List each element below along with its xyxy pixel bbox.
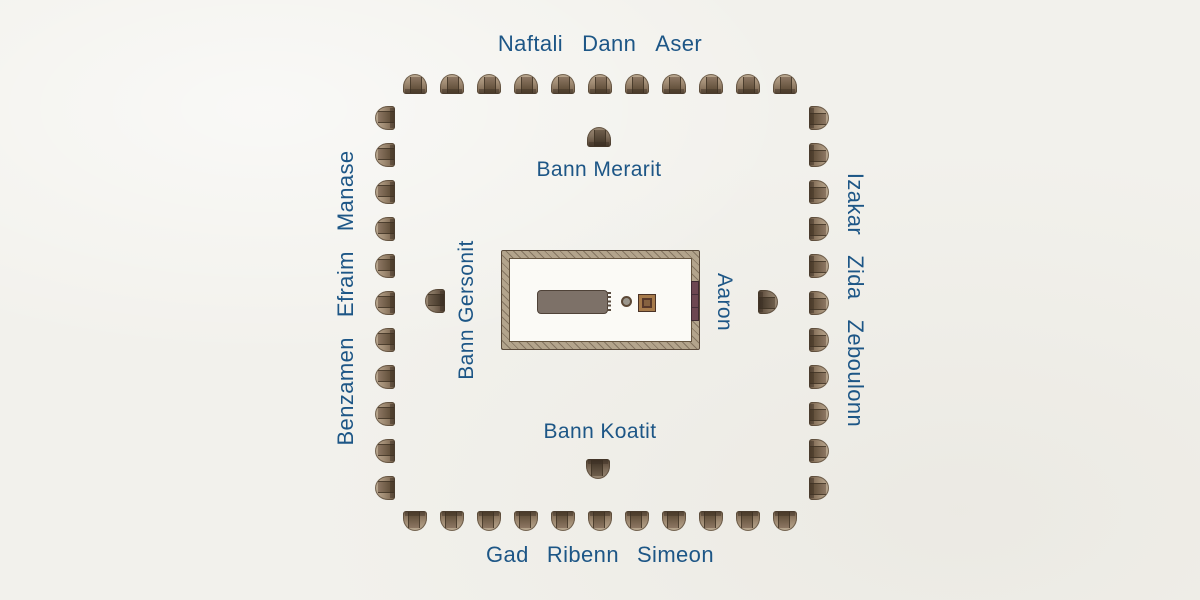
levite-tent-icon-east xyxy=(756,290,778,314)
tent-icon xyxy=(373,476,395,500)
tent-icon xyxy=(699,74,723,94)
tent-icon xyxy=(807,402,829,426)
tabernacle-courtyard xyxy=(501,250,700,350)
altar-icon xyxy=(638,294,656,312)
tent-icon xyxy=(477,511,501,531)
levite-label-aaron: Aaron xyxy=(713,272,736,332)
east-tribes-label: Izakar Zida Zeboulonn xyxy=(842,173,868,427)
tent-icon xyxy=(403,74,427,94)
tent-icon xyxy=(440,511,464,531)
tent-icon xyxy=(373,217,395,241)
levite-label-merarit: Bann Merarit xyxy=(536,158,662,181)
tent-icon xyxy=(773,511,797,531)
levite-label-koatit: Bann Koatit xyxy=(543,420,657,443)
tribe-label-benzamen: Benzamen xyxy=(333,337,358,446)
tent-icon xyxy=(662,511,686,531)
tent-icon xyxy=(477,74,501,94)
tent-icon xyxy=(373,291,395,315)
tent-icon xyxy=(440,74,464,94)
west-tribes-label: Benzamen Efraim Manase xyxy=(333,150,359,445)
tent-icon xyxy=(807,439,829,463)
tent-icon xyxy=(373,439,395,463)
tent-icon xyxy=(373,402,395,426)
tent-icon xyxy=(773,74,797,94)
east-gate-icon xyxy=(691,281,699,321)
tent-icon xyxy=(807,291,829,315)
tent-icon xyxy=(736,511,760,531)
tent-icon xyxy=(807,106,829,130)
tent-icon xyxy=(625,511,649,531)
tribe-label-gad: Gad xyxy=(486,542,529,567)
tent-icon xyxy=(373,254,395,278)
tent-icon xyxy=(807,476,829,500)
tent-icon xyxy=(373,180,395,204)
tent-icon xyxy=(588,74,612,94)
tribe-label-aser: Aser xyxy=(655,31,703,56)
tent-icon xyxy=(514,511,538,531)
south-tribes-label: Gad Ribenn Simeon xyxy=(486,542,714,568)
levite-label-gersonit: Bann Gersonit xyxy=(455,240,478,380)
tent-column-east xyxy=(807,106,829,500)
tent-row-north xyxy=(403,74,797,94)
tent-icon xyxy=(625,74,649,94)
tent-icon xyxy=(736,74,760,94)
tent-column-west xyxy=(373,106,395,500)
tribe-label-izakar: Izakar xyxy=(843,172,868,236)
tent-icon xyxy=(514,74,538,94)
tent-icon xyxy=(373,143,395,167)
mishkan-tent-icon xyxy=(537,290,611,314)
levite-tent-icon-west xyxy=(423,289,445,313)
tent-icon xyxy=(807,180,829,204)
tent-icon xyxy=(807,143,829,167)
laver-icon xyxy=(621,296,632,307)
tribe-label-simeon: Simeon xyxy=(636,542,714,567)
tribe-label-manase: Manase xyxy=(333,150,358,232)
tent-icon xyxy=(662,74,686,94)
tribe-label-dann: Dann xyxy=(582,31,637,56)
tent-icon xyxy=(373,365,395,389)
tent-icon xyxy=(403,511,427,531)
tent-icon xyxy=(699,511,723,531)
tent-icon xyxy=(807,328,829,352)
tent-row-south xyxy=(403,511,797,531)
tent-icon xyxy=(551,74,575,94)
tribe-label-zida: Zida xyxy=(843,255,868,300)
tent-icon xyxy=(807,254,829,278)
tent-icon xyxy=(807,217,829,241)
tribe-label-zeboulonn: Zeboulonn xyxy=(843,319,868,428)
tent-icon xyxy=(588,511,612,531)
tent-icon xyxy=(373,328,395,352)
tent-icon xyxy=(807,365,829,389)
tribe-label-naftali: Naftali xyxy=(497,31,564,56)
north-tribes-label: Naftali Dann Aser xyxy=(498,31,702,57)
tribe-label-ribenn: Ribenn xyxy=(546,542,619,567)
tribe-label-efraim: Efraim xyxy=(333,251,358,318)
levite-tent-icon-south xyxy=(586,459,610,479)
tent-icon xyxy=(551,511,575,531)
tent-icon xyxy=(373,106,395,130)
levite-tent-icon-north xyxy=(587,127,611,147)
